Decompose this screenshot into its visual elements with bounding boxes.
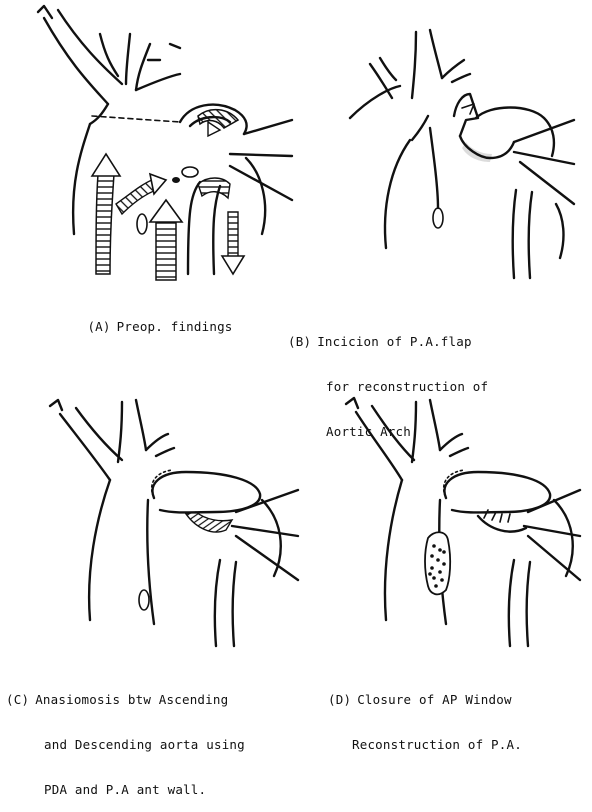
- panel-a-drawing: [30, 4, 300, 294]
- caption-c-line-1: Anasiomosis btw Ascending: [35, 692, 228, 707]
- caption-b-tag: (B): [288, 334, 311, 349]
- panel-c-drawing: [36, 380, 306, 650]
- caption-a: (A) Preop. findings: [72, 304, 233, 334]
- caption-b-line-1: Incicion of P.A.flap: [317, 334, 472, 349]
- panel-b-drawing: [330, 8, 580, 288]
- caption-b-line-2: for reconstruction of: [288, 379, 488, 394]
- caption-b-line-3: Aortic Arch.: [288, 424, 488, 439]
- caption-d: (D) Closure of AP Window Reconstruction o…: [328, 662, 522, 767]
- caption-c-tag: (C): [6, 692, 29, 707]
- caption-c: (C) Anasiomosis btw Ascending and Descend…: [6, 662, 245, 812]
- caption-a-tag: (A): [87, 319, 110, 334]
- caption-d-tag: (D): [328, 692, 351, 707]
- caption-b: (B) Incicion of P.A.flap for reconstructi…: [288, 304, 488, 454]
- caption-d-line-1: Closure of AP Window: [357, 692, 512, 707]
- caption-c-line-3: PDA and P.A ant wall.: [6, 782, 245, 797]
- caption-d-line-2: Reconstruction of P.A.: [328, 737, 522, 752]
- caption-c-line-2: and Descending aorta using: [6, 737, 245, 752]
- caption-a-line-1: Preop. findings: [117, 319, 233, 334]
